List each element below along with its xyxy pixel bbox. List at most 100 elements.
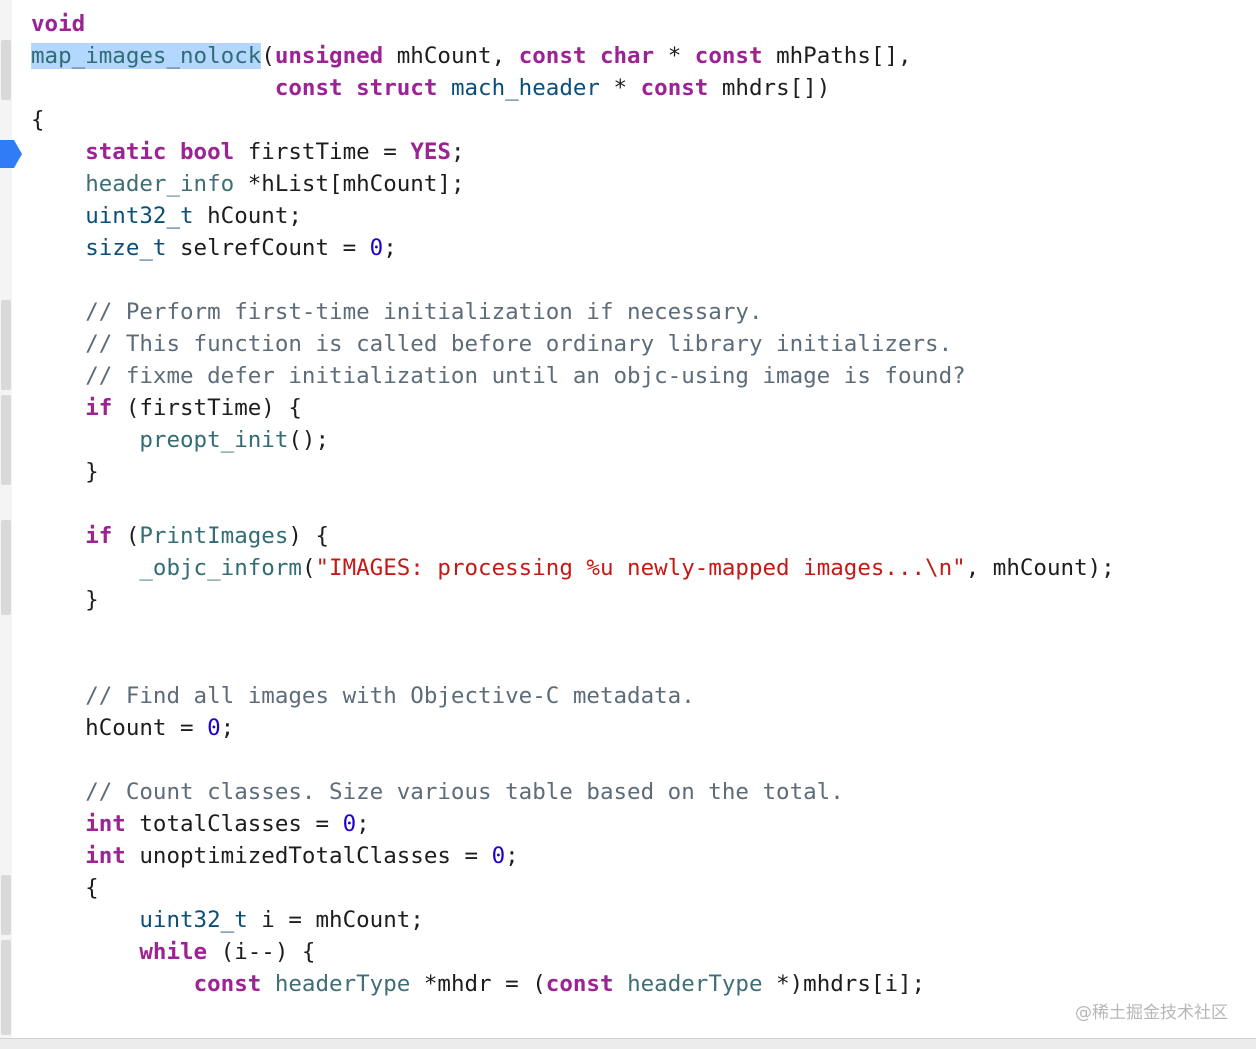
code-line[interactable]: int unoptimizedTotalClasses = 0; — [31, 840, 1115, 872]
code-token — [31, 939, 139, 965]
code-token: } — [31, 587, 99, 613]
code-token: uint32_t — [139, 907, 248, 933]
code-token — [31, 907, 139, 933]
code-token: *mhdr = ( — [410, 971, 546, 997]
code-token — [31, 395, 85, 421]
code-line[interactable]: const headerType *mhdr = (const headerTy… — [31, 968, 1115, 1000]
code-line[interactable]: // Count classes. Size various table bas… — [31, 776, 1115, 808]
code-token — [31, 843, 85, 869]
code-token: selrefCount = — [166, 235, 370, 261]
code-token — [31, 971, 194, 997]
code-line[interactable]: } — [31, 584, 1115, 616]
watermark: @稀土掘金技术社区 — [1075, 1003, 1228, 1023]
editor-gutter — [0, 0, 12, 1038]
code-token: (i--) { — [207, 939, 316, 965]
code-line[interactable] — [31, 264, 1115, 296]
code-line[interactable]: preopt_init(); — [31, 424, 1115, 456]
code-line[interactable]: if (PrintImages) { — [31, 520, 1115, 552]
code-token — [31, 683, 85, 709]
code-token: headerType — [274, 971, 411, 997]
code-token: { — [31, 107, 45, 133]
code-token: 0 — [342, 811, 357, 837]
gutter-change-bar — [1, 520, 11, 615]
gutter-change-bar — [1, 395, 11, 485]
code-line[interactable]: { — [31, 872, 1115, 904]
code-token: hCount; — [193, 203, 302, 229]
code-token: *hList[mhCount]; — [234, 171, 465, 197]
code-line[interactable] — [31, 616, 1115, 648]
breakpoint-marker-icon[interactable] — [0, 140, 22, 168]
code-line[interactable]: int totalClasses = 0; — [31, 808, 1115, 840]
code-token: // Perform first-time initialization if … — [85, 299, 763, 325]
code-token: "IMAGES: processing %u newly-mapped imag… — [315, 555, 966, 581]
code-token: (); — [288, 427, 330, 453]
code-token: mach_header — [450, 75, 600, 101]
code-token: const — [545, 971, 614, 997]
code-token: ) { — [288, 523, 330, 549]
code-token — [31, 779, 85, 805]
code-token — [31, 75, 275, 101]
code-editor[interactable]: void map_images_nolock(unsigned mhCount, … — [31, 8, 1115, 1000]
code-token: { — [31, 875, 99, 901]
code-token: mhdrs[]) — [708, 75, 831, 101]
code-line[interactable]: _objc_inform("IMAGES: processing %u newl… — [31, 552, 1115, 584]
code-line[interactable]: // This function is called before ordina… — [31, 328, 1115, 360]
code-token: unsigned — [274, 43, 384, 69]
code-token: preopt_init — [139, 427, 289, 453]
code-token: YES — [410, 139, 451, 165]
code-line[interactable]: } — [31, 456, 1115, 488]
code-line[interactable]: // fixme defer initialization until an o… — [31, 360, 1115, 392]
code-token: header_info — [85, 171, 235, 197]
code-line[interactable]: // Perform first-time initialization if … — [31, 296, 1115, 328]
code-token — [31, 235, 85, 261]
code-line[interactable]: // Find all images with Objective-C meta… — [31, 680, 1115, 712]
code-line[interactable]: static bool firstTime = YES; — [31, 136, 1115, 168]
code-line[interactable]: size_t selrefCount = 0; — [31, 232, 1115, 264]
code-token: ; — [356, 811, 370, 837]
code-token: const — [193, 971, 262, 997]
code-token: } — [31, 459, 99, 485]
code-token — [31, 299, 85, 325]
code-token: // fixme defer initialization until an o… — [85, 363, 966, 389]
code-token: // This function is called before ordina… — [85, 331, 953, 357]
code-line[interactable]: header_info *hList[mhCount]; — [31, 168, 1115, 200]
code-token — [31, 139, 85, 165]
code-token: PrintImages — [139, 523, 289, 549]
gutter-change-bar — [1, 40, 11, 100]
code-token: , mhCount); — [965, 555, 1115, 581]
code-token: int — [85, 811, 126, 837]
code-token: unoptimizedTotalClasses = — [125, 843, 492, 869]
code-token: 0 — [491, 843, 506, 869]
code-token: uint32_t — [85, 203, 194, 229]
code-token: * — [654, 43, 695, 69]
code-line[interactable]: while (i--) { — [31, 936, 1115, 968]
code-token: const — [274, 75, 343, 101]
code-line[interactable]: void — [31, 8, 1115, 40]
code-token — [31, 331, 85, 357]
code-token: 0 — [207, 715, 221, 741]
code-line[interactable]: uint32_t hCount; — [31, 200, 1115, 232]
code-token: // Find all images with Objective-C meta… — [85, 683, 695, 709]
code-line[interactable]: { — [31, 104, 1115, 136]
code-line[interactable]: uint32_t i = mhCount; — [31, 904, 1115, 936]
code-token: if — [85, 395, 113, 421]
code-token: const — [640, 75, 709, 101]
code-line[interactable]: map_images_nolock(unsigned mhCount, cons… — [31, 40, 1115, 72]
code-line[interactable] — [31, 648, 1115, 680]
code-token: void — [31, 11, 86, 37]
code-token: // Count classes. Size various table bas… — [85, 779, 844, 805]
code-line[interactable]: hCount = 0; — [31, 712, 1115, 744]
code-line[interactable]: if (firstTime) { — [31, 392, 1115, 424]
code-token: mhCount, — [383, 43, 519, 69]
code-line[interactable] — [31, 744, 1115, 776]
code-token: firstTime = — [234, 139, 411, 165]
code-line[interactable] — [31, 488, 1115, 520]
code-token — [31, 171, 85, 197]
code-token: ; — [220, 715, 235, 741]
code-token — [614, 971, 628, 997]
code-token — [31, 523, 85, 549]
code-line[interactable]: const struct mach_header * const mhdrs[]… — [31, 72, 1115, 104]
code-token — [31, 363, 85, 389]
selected-token: map_images_nolock — [31, 43, 262, 69]
code-token: headerType — [627, 971, 763, 997]
